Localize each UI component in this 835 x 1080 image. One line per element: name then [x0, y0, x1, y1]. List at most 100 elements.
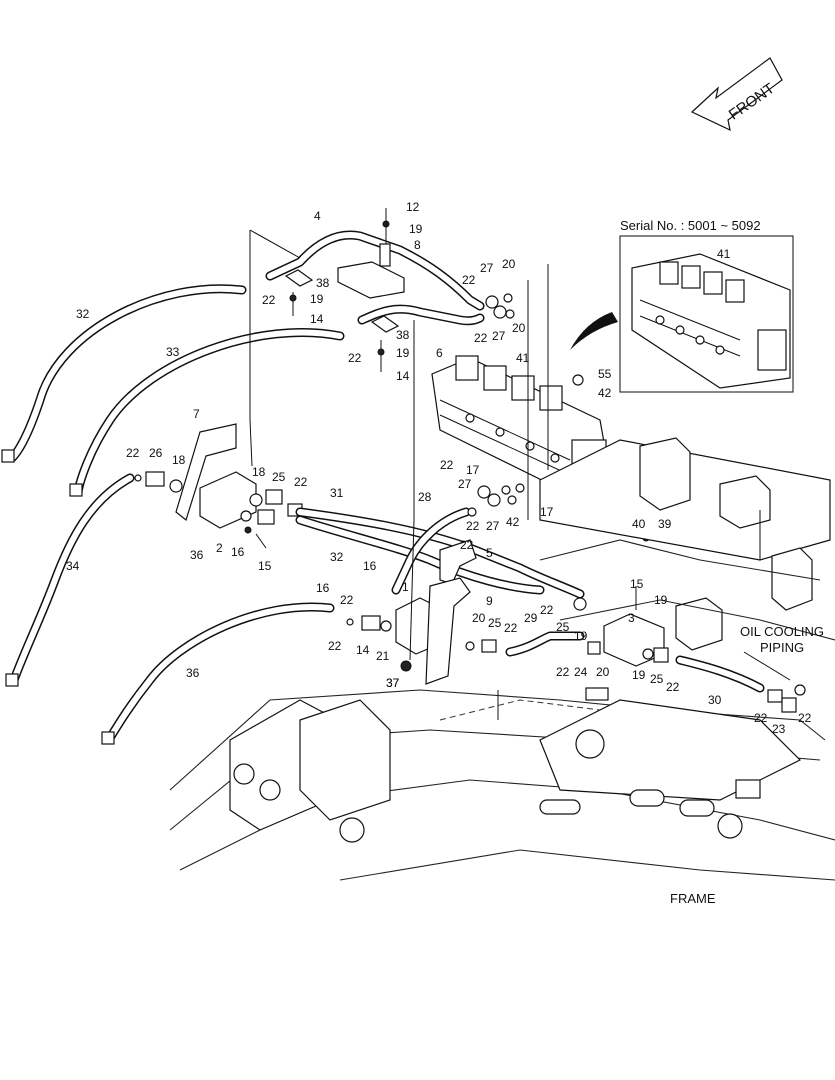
- callout: 22: [340, 593, 354, 607]
- control-valve-inset-drawing: [631, 253, 791, 389]
- callout: 16: [363, 559, 377, 573]
- callout: 36: [186, 666, 200, 680]
- callout: 36: [190, 548, 204, 562]
- callout: 40: [632, 517, 646, 531]
- frame-label: FRAME: [670, 891, 716, 906]
- leader-lines: [249, 229, 791, 720]
- callout: 14: [310, 312, 324, 326]
- upper-frame-right: [539, 437, 835, 799]
- callout: 9: [486, 594, 493, 608]
- callout: 14: [356, 643, 370, 657]
- callout: 22: [440, 458, 454, 472]
- callout: 32: [330, 550, 344, 564]
- callout: 3: [628, 611, 635, 625]
- callout: 20: [596, 665, 610, 679]
- callout: 19: [574, 629, 588, 643]
- callout: 12: [406, 200, 420, 214]
- callout: 22: [556, 665, 570, 679]
- callout: 21: [376, 649, 390, 663]
- callout: 25: [556, 620, 570, 634]
- callout: 34: [66, 559, 80, 573]
- bracket-7: [175, 423, 237, 522]
- callout: 25: [488, 616, 502, 630]
- hose-34: [69, 328, 345, 497]
- callout: 22: [798, 711, 812, 725]
- hose-36: [101, 602, 335, 745]
- callout: 22: [504, 621, 518, 635]
- callout: 55: [598, 367, 612, 381]
- hose-32: [295, 515, 545, 595]
- valve-fittings: [467, 293, 525, 517]
- callout: 22: [462, 273, 476, 287]
- callout: 6: [436, 346, 443, 360]
- callout: 17: [540, 505, 554, 519]
- serial-inset: Serial No. : 5001 ~ 5092: [619, 218, 794, 393]
- callout: 18: [252, 465, 266, 479]
- callout: 22: [328, 639, 342, 653]
- bracket-4: [439, 539, 477, 585]
- callout: 22: [466, 519, 480, 533]
- callout: 38: [396, 328, 410, 342]
- callout: 19: [396, 346, 410, 360]
- callout: 41: [717, 247, 731, 261]
- hose-33: [1, 284, 247, 463]
- machine-frame: [169, 689, 835, 881]
- pipe-29: [505, 631, 585, 657]
- callout: 19: [654, 593, 668, 607]
- callout: 19: [409, 222, 423, 236]
- callout: 22: [294, 475, 308, 489]
- callout: 27: [458, 477, 472, 491]
- callout: 4: [314, 209, 321, 223]
- callout: 25: [650, 672, 664, 686]
- callout: 22: [262, 293, 276, 307]
- oil-cooling-label-2: PIPING: [760, 640, 804, 655]
- callout: 27: [486, 519, 500, 533]
- clamp-38-upper: [284, 269, 314, 316]
- callout: 42: [598, 386, 612, 400]
- callout: 22: [348, 351, 362, 365]
- callout: 42: [506, 515, 520, 529]
- callout: 15: [630, 577, 644, 591]
- callout: 37: [386, 676, 400, 690]
- serial-note: Serial No. : 5001 ~ 5092: [620, 218, 761, 233]
- callout: 22: [540, 603, 554, 617]
- fittings-right: [465, 529, 806, 713]
- callout: 26: [149, 446, 163, 460]
- callout: 29: [524, 611, 538, 625]
- callout: 14: [396, 369, 410, 383]
- hose-30: [675, 655, 765, 693]
- callout: 32: [76, 307, 90, 321]
- pipe-5: [265, 230, 485, 311]
- callout: 30: [708, 693, 722, 707]
- callout: 2: [216, 541, 223, 555]
- pipe-6: [357, 304, 485, 326]
- callout: 19: [632, 668, 646, 682]
- callout: 20: [512, 321, 526, 335]
- callout: 24: [574, 665, 588, 679]
- fittings-10: [346, 615, 412, 672]
- callout: 39: [658, 517, 672, 531]
- bracket-8: [337, 208, 405, 299]
- callout: 33: [166, 345, 180, 359]
- callout: 8: [414, 238, 421, 252]
- hose-28: [391, 507, 471, 595]
- callout: 16: [231, 545, 245, 559]
- callout: 27: [492, 329, 506, 343]
- callout: 20: [502, 257, 516, 271]
- callout: 22: [126, 446, 140, 460]
- callout: 27: [480, 261, 494, 275]
- callout: 37: [386, 676, 400, 690]
- oil-cooling-label-1: OIL COOLING: [740, 624, 824, 639]
- callout: 41: [516, 351, 530, 365]
- callout: 38: [316, 276, 330, 290]
- callout: 28: [418, 490, 432, 504]
- callout: 20: [472, 611, 486, 625]
- callout: 17: [466, 463, 480, 477]
- callout-labels: 4 12 19 8 38 19 14 22 38 19 14 22 6 22 2…: [66, 200, 812, 736]
- callout: 16: [316, 581, 330, 595]
- callout: 7: [193, 407, 200, 421]
- callout: 5: [486, 546, 493, 560]
- inset-pointer: [570, 312, 618, 350]
- callout: 31: [330, 486, 344, 500]
